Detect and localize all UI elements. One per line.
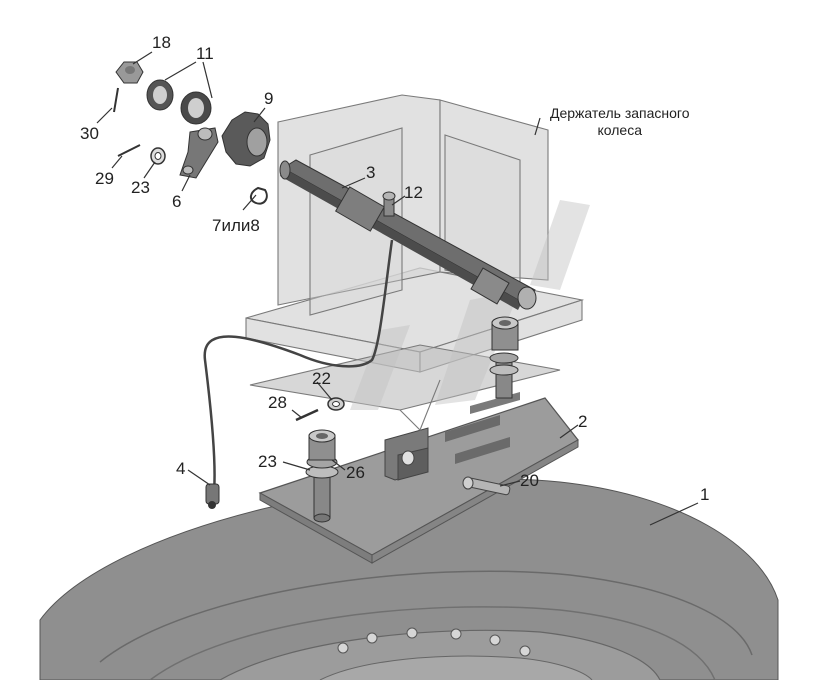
washer-23-top (150, 147, 166, 165)
callout-23-top: 23 (131, 178, 150, 197)
grease-fitting-12 (382, 191, 396, 217)
callout-29: 29 (95, 169, 114, 188)
spare-wheel (39, 478, 779, 680)
mounting-plate (258, 392, 579, 564)
cotter-pin-30 (113, 87, 119, 113)
callout-9: 9 (264, 89, 274, 108)
lever-6 (179, 127, 219, 179)
callout-30: 30 (80, 124, 99, 143)
callout-20: 20 (520, 471, 539, 490)
callout-11: 11 (196, 44, 214, 63)
hinge-bracket (384, 427, 429, 481)
sprocket-9 (221, 111, 271, 167)
hose-4 (203, 239, 394, 509)
nut-18 (115, 61, 144, 84)
bolt-20 (462, 476, 511, 496)
callout-6: 6 (172, 192, 182, 211)
clip-7-or-8 (250, 186, 268, 205)
seal-11b (180, 91, 212, 125)
holder-caption: Держатель запасного колеса (550, 105, 690, 139)
callout-22: 22 (312, 369, 331, 388)
callout-1: 1 (700, 485, 710, 504)
seal-11a (146, 79, 174, 111)
holder-caption-line1: Держатель запасного (550, 105, 690, 121)
callout-7-or-8: 7или8 (212, 216, 260, 235)
pin-29 (117, 144, 141, 157)
bushing-stack-right (489, 316, 519, 399)
callout-26: 26 (346, 463, 365, 482)
callout-3: 3 (366, 163, 376, 182)
callout-4: 4 (176, 459, 186, 478)
callout-2: 2 (578, 412, 588, 431)
bushing-stack-left (305, 429, 339, 523)
callout-23-bottom: 23 (258, 452, 277, 471)
washer-22 (327, 397, 345, 411)
shaft-3 (279, 159, 537, 310)
callout-12: 12 (404, 183, 423, 202)
leader-lines (96, 51, 699, 526)
callout-18: 18 (152, 33, 171, 52)
callout-28: 28 (268, 393, 287, 412)
holder-caption-line2: колеса (597, 122, 643, 138)
cotter-pin-28 (295, 408, 319, 422)
spare-wheel-holder (245, 94, 585, 431)
